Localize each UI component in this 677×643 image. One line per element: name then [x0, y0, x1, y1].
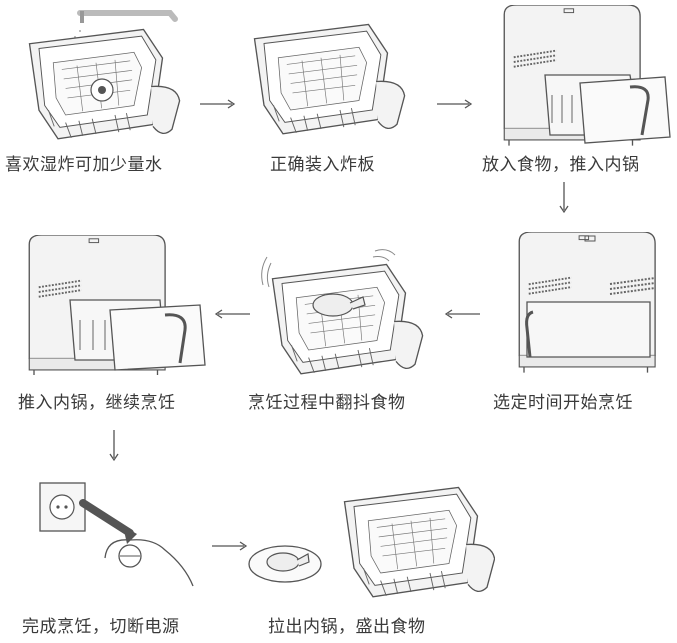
step-2-illustration [240, 10, 420, 150]
step-8-caption: 拉出内锅，盛出食物 [268, 617, 426, 637]
step-6-caption: 推入内锅，继续烹饪 [18, 393, 176, 413]
step-3-illustration [490, 5, 675, 155]
arrow-right-icon [200, 99, 236, 109]
step-6-illustration [15, 235, 215, 375]
step-3-caption: 放入食物，推入内锅 [482, 155, 640, 175]
arrow-left-icon [444, 309, 480, 319]
arrow-left-icon [214, 309, 250, 319]
step-5-illustration [255, 245, 435, 385]
step-7-caption: 完成烹饪，切断电源 [22, 617, 180, 637]
arrow-right-icon [212, 541, 248, 551]
step-7-illustration [35, 478, 205, 608]
step-1-illustration [20, 5, 200, 145]
step-5-caption: 烹饪过程中翻抖食物 [248, 393, 406, 413]
step-2-caption: 正确装入炸板 [270, 155, 375, 175]
arrow-down-icon [559, 182, 569, 214]
step-4-caption: 选定时间开始烹饪 [493, 393, 633, 413]
step-1-caption: 喜欢湿炸可加少量水 [5, 155, 163, 175]
arrow-down-icon [109, 430, 119, 462]
arrow-right-icon [437, 99, 473, 109]
step-8-illustration [245, 478, 495, 608]
step-4-illustration [505, 232, 675, 382]
